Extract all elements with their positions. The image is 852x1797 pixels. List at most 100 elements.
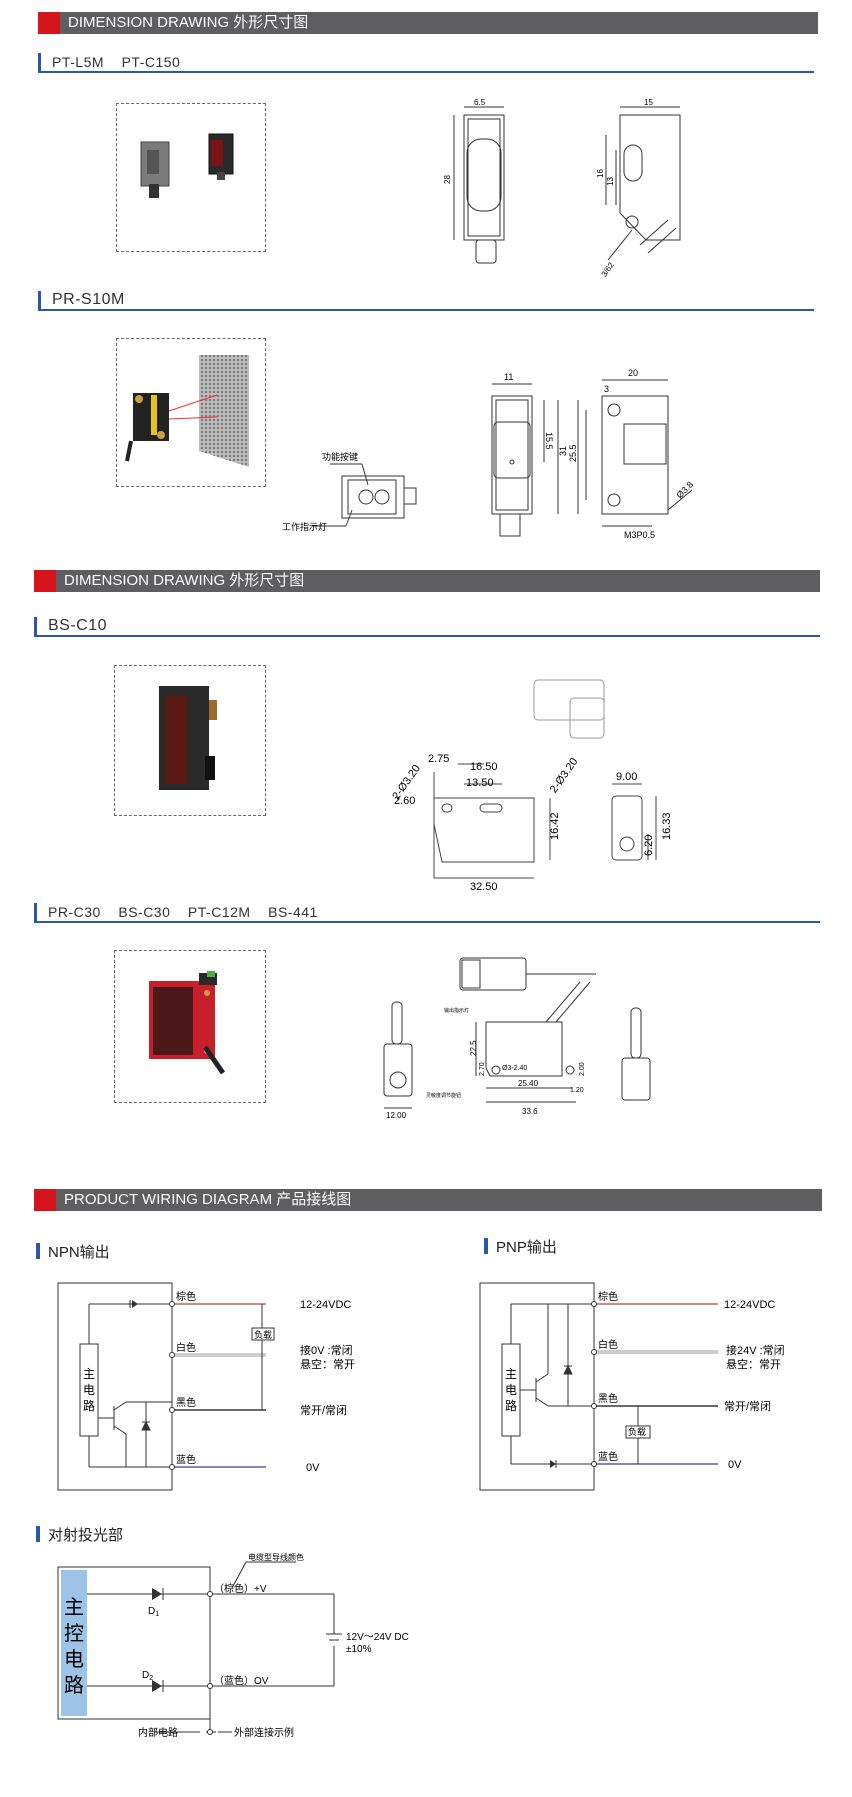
emitter-main-char-1: 主 [64, 1596, 84, 1619]
section-header-dimension-1: DIMENSION DRAWING 外形尺寸图 [38, 12, 818, 34]
dim-label-hole: Ø3-2.40 [502, 1065, 527, 1072]
product-photo-g2-svg [125, 355, 249, 467]
emitter-title: 对射投光部 [36, 1524, 123, 1545]
pnp-main-char-3: 路 [505, 1398, 517, 1413]
dimension-drawing-g1: 6.5 28 15 16 13 3/62 [420, 95, 720, 300]
dim-label-d: 20 [628, 368, 638, 378]
model-header-g1: PT-L5M PT-C150 [38, 53, 814, 73]
dim-label-h2: 31 [558, 446, 568, 456]
emitter-wiring-diagram: 主 控 电 路 电缆型导线颜色 （棕色）+V （蓝色）OV D1 D2 12V～… [56, 1552, 436, 1747]
section-header-dimension-2: DIMENSION DRAWING 外形尺寸图 [34, 570, 820, 592]
pnp-label-output: 常开/常闭 [724, 1400, 771, 1413]
emitter-d2-subscript: 2 [149, 1675, 153, 1682]
npn-label-black: 黑色 [176, 1396, 196, 1409]
npn-wiring-diagram: 主 电 路 棕色 白色 黑色 蓝色 负载 12-24VDC 接0V :常闭 悬空… [56, 1280, 376, 1500]
npn-white-note-2: 悬空：常开 [300, 1357, 355, 1371]
dimension-drawing-g3-svg: 2-Ø3.20 2.75 16.50 13.50 2.60 2-Ø3.20 16… [390, 679, 673, 893]
dim-label-d3: 13 [606, 177, 615, 186]
emitter-label-minus: （蓝色）OV [214, 1674, 269, 1687]
section-title: DIMENSION DRAWING 外形尺寸图 [64, 572, 305, 589]
model-title: PR-C30 BS-C30 PT-C12M BS-441 [48, 904, 318, 920]
model-title: BS-C10 [48, 617, 108, 634]
npn-white-note-1: 接0V :常闭 [300, 1344, 353, 1357]
product-photo-g1 [116, 103, 266, 252]
npn-title: NPN输出 [36, 1241, 110, 1262]
pnp-label-voltage: 12-24VDC [724, 1299, 775, 1311]
product-photo-g3 [114, 665, 266, 816]
model-header-g3: BS-C10 [34, 617, 820, 637]
npn-main-char-3: 路 [83, 1398, 95, 1413]
dim-label-dia: Ø3.8 [674, 479, 695, 500]
pnp-main-char-2: 电 [505, 1383, 517, 1397]
product-photo-g4 [114, 950, 266, 1103]
model-marker [38, 53, 41, 71]
model-marker [34, 617, 37, 635]
npn-label-white: 白色 [176, 1341, 196, 1354]
npn-label-load: 负载 [254, 1329, 272, 1340]
dimension-drawing-g4: 输出指示灯 灵敏度调节旋钮 12.00 22.5 Ø3-2.40 25.40 3… [376, 952, 656, 1127]
dim-label-w: 9.00 [616, 771, 637, 783]
product-photo-g2 [116, 338, 266, 487]
emitter-label-internal: 内部电路 [138, 1726, 178, 1739]
dim-label-h: 22.5 [469, 1040, 478, 1056]
product-photo-g4-svg [149, 971, 226, 1075]
emitter-main-char-4: 路 [64, 1674, 84, 1697]
dim-label-a: 2.75 [428, 753, 449, 765]
emitter-label-external: 外部连接示例 [234, 1726, 294, 1739]
section-title: PRODUCT WIRING DIAGRAM 产品接线图 [64, 1191, 352, 1208]
emitter-wiring-svg: 主 控 电 路 电缆型导线颜色 （棕色）+V （蓝色）OV D1 D2 12V～… [57, 1552, 409, 1739]
emitter-label-plus: （棕色）+V [214, 1582, 267, 1595]
pnp-main-char-1: 主 [505, 1367, 517, 1381]
npn-label-brown: 棕色 [176, 1290, 196, 1303]
pnp-label-black: 黑色 [598, 1392, 618, 1405]
emitter-title-text: 对射投光部 [48, 1527, 124, 1544]
dim-label-h3: 25.5 [568, 444, 578, 462]
emitter-d1-letter: D [148, 1606, 155, 1617]
model-header-g2: PR-S10M [38, 291, 814, 311]
dimension-drawing-g2-svg: 功能按键 工作指示灯 11 15.5 31 20 3 25.5 Ø3.8 M3P… [282, 368, 695, 540]
npn-title-marker [36, 1243, 40, 1259]
emitter-main-char-3: 电 [64, 1648, 84, 1671]
product-photo-g1-svg [140, 133, 234, 198]
dim-label-c: 13.50 [466, 777, 494, 789]
label-sensitivity-knob: 灵敏度调节旋钮 [426, 1092, 461, 1099]
dim-label-h: 28 [443, 175, 452, 184]
label-func-button: 功能按键 [322, 451, 358, 462]
model-marker [38, 291, 41, 309]
dimension-drawing-g3: 2-Ø3.20 2.75 16.50 13.50 2.60 2-Ø3.20 16… [384, 664, 684, 909]
npn-wiring-svg: 主 电 路 棕色 白色 黑色 蓝色 负载 12-24VDC 接0V :常闭 悬空… [57, 1282, 355, 1491]
emitter-main-char-2: 控 [64, 1622, 84, 1645]
emitter-label-d1: D1 [148, 1606, 159, 1618]
dim-label-d: 15 [644, 98, 653, 107]
dim-label-d2: 16 [596, 169, 605, 178]
emitter-title-marker [36, 1526, 40, 1542]
pnp-label-load: 负载 [628, 1426, 646, 1437]
section-marker [34, 570, 56, 592]
model-header-g4: PR-C30 BS-C30 PT-C12M BS-441 [34, 903, 820, 923]
dim-label-m: 3/62 [600, 260, 617, 278]
dim-label-h4: 3 [604, 384, 609, 394]
npn-main-char-1: 主 [83, 1367, 95, 1381]
pnp-title-marker [484, 1238, 488, 1254]
pnp-label-blue: 蓝色 [598, 1450, 618, 1463]
dimension-drawing-g4-svg: 输出指示灯 灵敏度调节旋钮 12.00 22.5 Ø3-2.40 25.40 3… [383, 957, 651, 1120]
emitter-label-d2: D2 [142, 1670, 153, 1682]
npn-label-zero: 0V [306, 1462, 320, 1474]
section-marker [34, 1189, 56, 1211]
pnp-wiring-svg: 主 电 路 棕色 白色 黑色 蓝色 负载 12-24VDC 接24V :常闭 悬… [479, 1282, 785, 1491]
npn-title-text: NPN输出 [48, 1244, 110, 1261]
dim-label-h: 16.33 [661, 812, 673, 840]
npn-main-char-2: 电 [83, 1383, 95, 1397]
product-photo-g3-svg [159, 686, 217, 790]
dimension-drawing-g2: 功能按键 工作指示灯 11 15.5 31 20 3 25.5 Ø3.8 M3P… [282, 360, 742, 555]
npn-label-blue: 蓝色 [176, 1453, 196, 1466]
dim-label-w: 12.00 [386, 1111, 407, 1120]
npn-label-output: 常开/常闭 [300, 1404, 347, 1417]
dim-label-hole2: 2-Ø3.20 [548, 756, 581, 795]
dim-label-f: 6.20 [643, 835, 655, 856]
emitter-d1-subscript: 1 [155, 1611, 159, 1618]
dim-label-h1: 15.5 [544, 432, 554, 450]
dim-label-len: 32.50 [470, 881, 498, 893]
dim-label-b: 2.70 [479, 1062, 486, 1076]
section-marker [38, 12, 60, 34]
